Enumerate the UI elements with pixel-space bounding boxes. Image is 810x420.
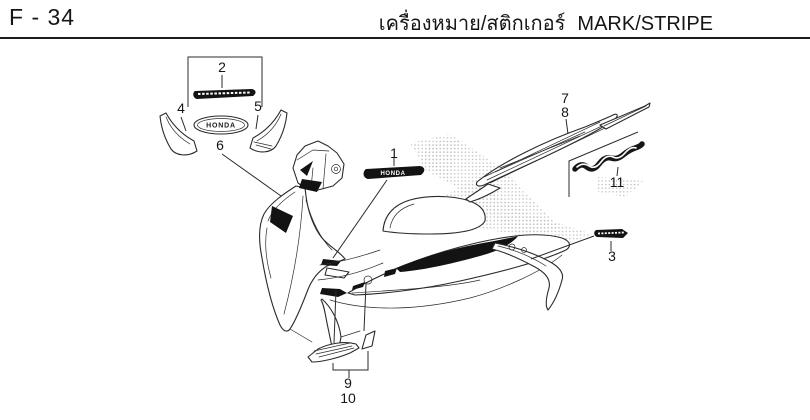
callout-1: 1 bbox=[390, 145, 398, 161]
front-fairing bbox=[259, 179, 384, 332]
leader-lines bbox=[180, 75, 619, 378]
mark-10 bbox=[361, 330, 376, 350]
side-cover-decal-tip bbox=[352, 282, 365, 290]
fairing-decal-upper bbox=[270, 206, 293, 233]
side-cover-decal-main bbox=[396, 236, 518, 272]
side-cover-decal-small bbox=[384, 268, 397, 277]
page-title-thai: เครื่องหมาย/สติกเกอร์ bbox=[378, 13, 566, 35]
callout-8: 8 bbox=[561, 104, 569, 120]
stripe-11-wavy bbox=[568, 131, 645, 197]
sticker-1-text: HONDA bbox=[381, 171, 406, 177]
tail-fin bbox=[491, 242, 564, 311]
emblem-6-honda: HONDA bbox=[193, 115, 249, 135]
seat bbox=[382, 196, 486, 235]
page-code: F - 34 bbox=[9, 4, 76, 30]
winglet-5 bbox=[249, 109, 288, 153]
stripe-9 bbox=[307, 342, 360, 363]
sticker-2-mark bbox=[187, 56, 263, 107]
sticker-3-mark bbox=[594, 229, 628, 238]
header-divider bbox=[0, 37, 810, 39]
callout-7: 7 bbox=[561, 90, 569, 106]
callout-5: 5 bbox=[254, 98, 262, 114]
callout-labels: 1 2 3 4 5 6 7 8 9 10 11 bbox=[177, 59, 624, 406]
page-title: เครื่องหมาย/สติกเกอร์ MARK/STRIPE bbox=[379, 7, 713, 39]
callout-3: 3 bbox=[608, 248, 616, 264]
callout-10: 10 bbox=[340, 390, 356, 406]
page-title-english: MARK/STRIPE bbox=[577, 13, 713, 35]
callout-4: 4 bbox=[177, 100, 185, 116]
callout-2: 2 bbox=[218, 59, 226, 75]
rear-cover-striped bbox=[465, 102, 651, 203]
fairing-decal-neck bbox=[299, 179, 322, 192]
emblem-6-text: HONDA bbox=[206, 123, 236, 130]
winglet-4 bbox=[159, 112, 198, 156]
fairing-decal-lower bbox=[320, 288, 347, 297]
callout-11: 11 bbox=[610, 174, 625, 190]
callout-9: 9 bbox=[344, 375, 352, 391]
callout-6: 6 bbox=[216, 137, 224, 153]
sticker-1-honda-mark: HONDA bbox=[363, 166, 425, 179]
